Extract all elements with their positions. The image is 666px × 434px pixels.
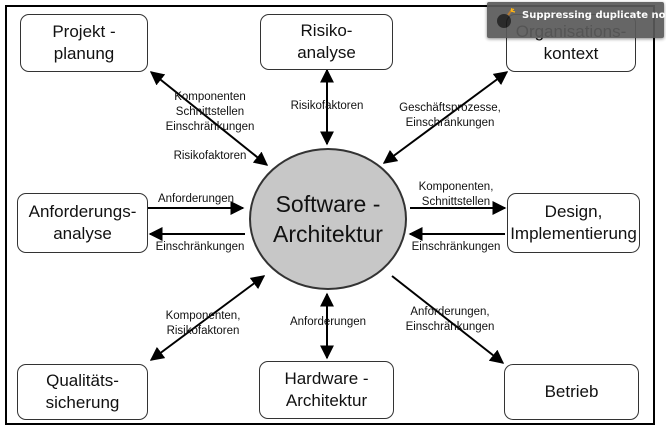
arrow-projektplanung [149,71,269,166]
box-risikoanalyse: Risiko- analyse [260,14,393,70]
box-betrieb: Betrieb [504,364,639,420]
label-design-constraints: Einschränkungen [411,241,501,253]
box-design-implementierung: Design, Implementierung [507,193,640,253]
notification-text: Suppressing duplicate not [522,10,666,21]
label-anforderungen-in: Anforderungen [157,193,235,205]
label-risikofaktoren: Risikofaktoren [290,100,364,112]
box-projektplanung: Projekt - planung [20,14,148,72]
label-organisation: Geschäftsprozesse, Einschränkungen [399,102,501,129]
label-hardware: Anforderungen [289,316,367,328]
label-betrieb: Anforderungen, Einschränkungen [405,306,495,333]
label-projekt-risk: Risikofaktoren [173,150,247,162]
box-qualitaetssicherung: Qualitäts- sicherung [17,364,148,420]
box-anforderungsanalyse: Anforderungs- analyse [17,193,148,253]
notification-toast[interactable]: Suppressing duplicate not [487,2,666,38]
label-design-components: Komponenten, Schnittstellen [418,181,494,208]
arrow-organisationskontext [382,71,509,164]
center-software-architektur: Software - Architektur [249,148,407,290]
box-hardware-architektur: Hardware - Architektur [259,361,394,419]
arrow-qualitaetssicherung [149,275,266,361]
arrow-betrieb [391,275,505,364]
bomb-icon [497,8,516,28]
label-einschraenkungen-out: Einschränkungen [155,241,245,253]
label-qualitaet: Komponenten, Risikofaktoren [165,310,241,337]
label-projekt-components: Komponenten Schnittstellen Einschränkung… [165,91,255,133]
